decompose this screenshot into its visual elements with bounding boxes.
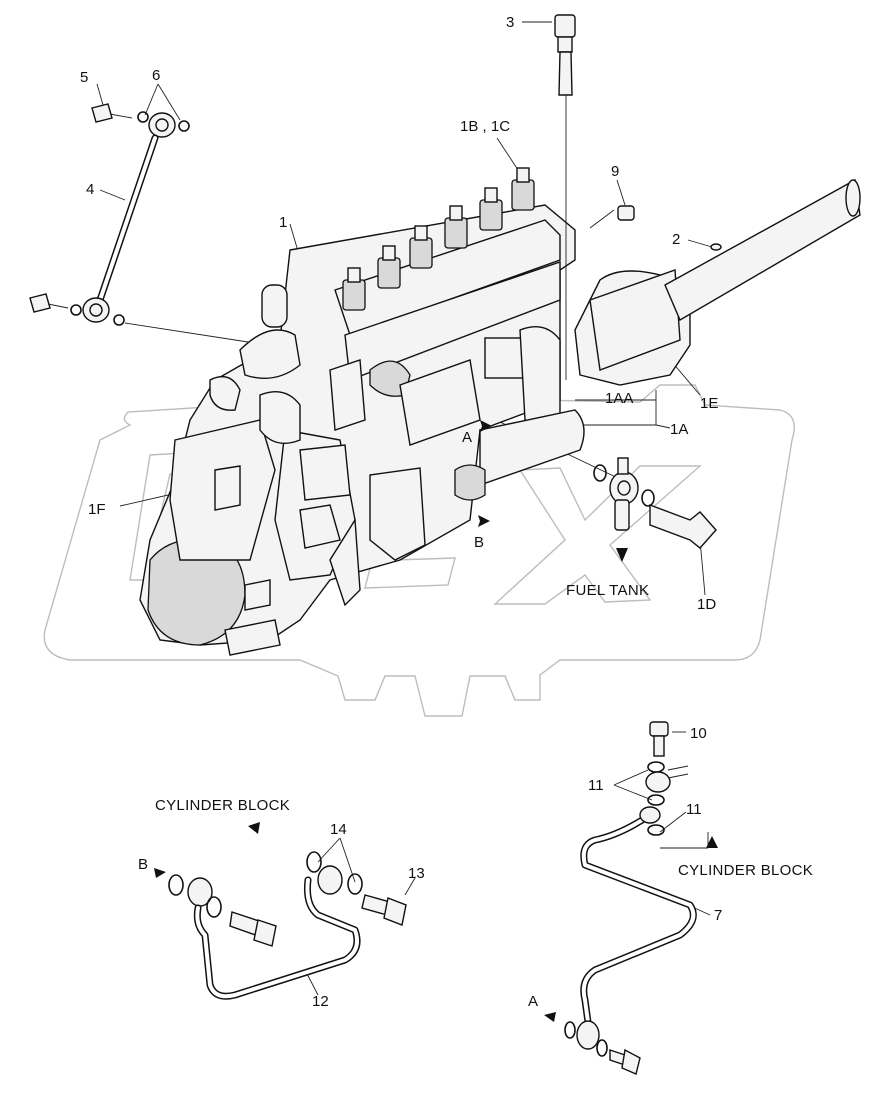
callout-7: 7 <box>714 907 722 924</box>
pipe-12-assembly <box>168 851 407 1000</box>
arrow-a-lower <box>544 1012 556 1022</box>
callout-a-upper: A <box>462 429 472 446</box>
note-cylinder-block-left: CYLINDER BLOCK <box>155 797 290 814</box>
arrow-cylinder-block-right <box>706 836 718 848</box>
callout-2: 2 <box>672 231 680 248</box>
callout-14: 14 <box>330 821 347 838</box>
callout-1b-1c: 1B , 1C <box>460 118 510 135</box>
arrow-b-upper <box>478 515 490 527</box>
callout-9: 9 <box>611 163 619 180</box>
callout-1d: 1D <box>697 596 716 613</box>
callout-a-lower: A <box>528 993 538 1010</box>
callout-labels: 3 5 6 4 1B , 1C 9 1 2 1AA 1E 1A A 1F B 1… <box>80 14 722 1010</box>
callout-1aa: 1AA <box>605 390 633 407</box>
pipe-7-assembly <box>564 721 697 1075</box>
governor-link-rod <box>29 103 190 326</box>
callout-6: 6 <box>152 67 160 84</box>
callout-b-lower: B <box>138 856 148 873</box>
callout-1a: 1A <box>670 421 688 438</box>
note-fuel-tank: FUEL TANK <box>566 582 649 599</box>
arrow-fuel-tank <box>616 548 628 562</box>
callout-3: 3 <box>506 14 514 31</box>
note-cylinder-block-right: CYLINDER BLOCK <box>678 862 813 879</box>
arrow-b-lower <box>154 868 166 878</box>
callout-11-lower: 11 <box>686 801 702 818</box>
callout-b-upper: B <box>474 534 484 551</box>
destination-notes: FUEL TANK CYLINDER BLOCK CYLINDER BLOCK <box>155 582 813 879</box>
delivery-valve-holders <box>342 167 535 311</box>
arrow-cylinder-block-left <box>248 822 260 834</box>
callout-1f: 1F <box>88 501 106 518</box>
injection-pump-assembly <box>139 14 861 656</box>
callout-1: 1 <box>279 214 287 231</box>
arrow-a-upper <box>480 420 492 432</box>
callout-12: 12 <box>312 993 329 1010</box>
fuel-return-fitting <box>593 457 717 549</box>
flow-arrows <box>154 420 718 1022</box>
callout-5: 5 <box>80 69 88 86</box>
callout-1e: 1E <box>700 395 718 412</box>
callout-4: 4 <box>86 181 94 198</box>
callout-11-upper: 11 <box>588 777 604 794</box>
callout-10: 10 <box>690 725 707 742</box>
callout-13: 13 <box>408 865 425 882</box>
